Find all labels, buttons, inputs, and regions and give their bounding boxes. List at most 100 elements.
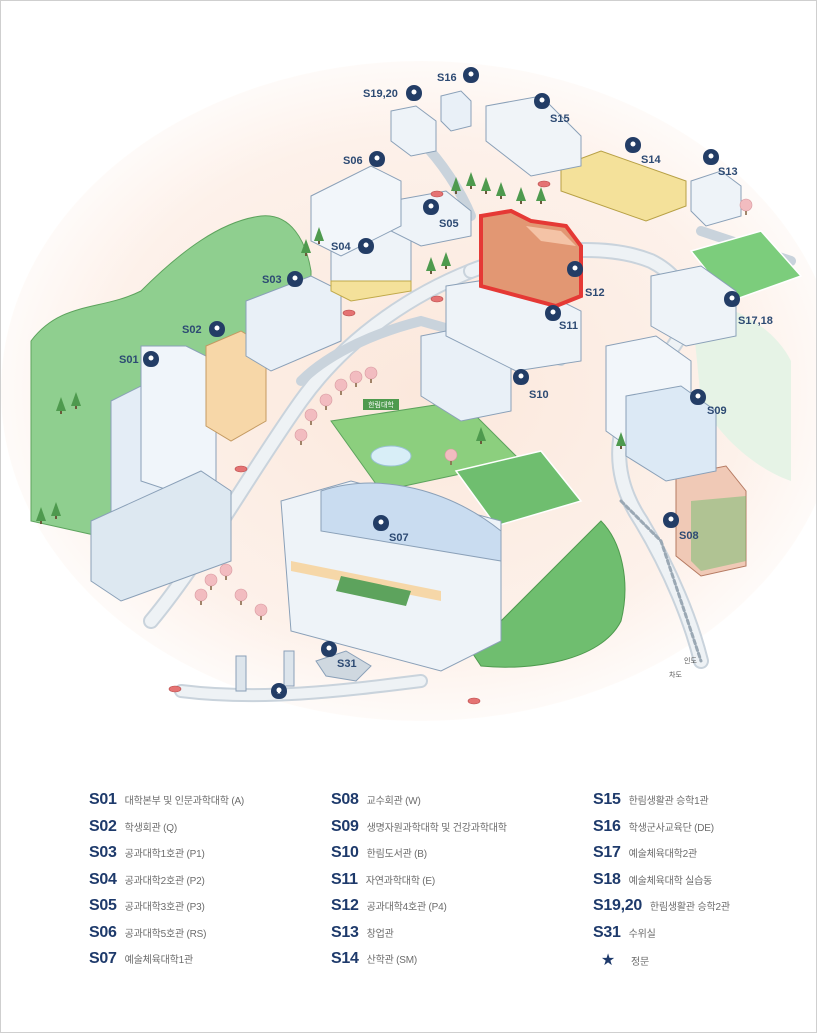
label-S03: S03 (262, 274, 282, 286)
label-S15: S15 (550, 113, 570, 125)
soccer-field-lower (454, 450, 583, 527)
building-S12[interactable] (479, 208, 583, 309)
label-S01: S01 (119, 354, 139, 366)
building-S06[interactable] (310, 165, 402, 257)
legend-desc: 생명자원과학대학 및 건강과학대학 (366, 822, 507, 834)
legend-item: S09 생명자원과학대학 및 건강과학대학 (331, 818, 507, 845)
legend-desc: 예술체육대학 실습동 (628, 875, 713, 887)
pin-S07[interactable]: S07 (373, 515, 409, 544)
hill-east (691, 301, 791, 481)
legend-desc: 한림도서관 (B) (366, 849, 428, 860)
pin-S19-20[interactable]: S19,20 (363, 85, 422, 101)
pin-S13[interactable]: S13 (703, 149, 738, 178)
pin-S17-18[interactable]: S17,18 (724, 291, 773, 327)
legend-desc: 한림생활관 승학1관 (628, 796, 709, 807)
legend-desc: 자연과학대학 (E) (365, 875, 436, 887)
legend-desc: 대학본부 및 인문과학대학 (A) (124, 796, 245, 807)
hill-south-east (470, 520, 626, 668)
legend-desc: 창업관 (366, 928, 394, 940)
legend-item: S02 학생회관 (Q) (89, 818, 244, 845)
legend-desc: 예술체육대학1관 (124, 955, 194, 966)
pin-S03[interactable]: S03 (262, 271, 303, 287)
pin-S14[interactable]: S14 (625, 137, 661, 166)
pin-main-gate[interactable]: ★ (271, 683, 287, 699)
building-S09[interactable] (605, 335, 717, 482)
gatepost (235, 650, 295, 692)
legend-desc: 공과대학3호관 (P3) (124, 902, 205, 913)
building-S08[interactable] (675, 465, 747, 577)
pin-S11[interactable]: S11 (545, 305, 578, 332)
legend-code: S04 (89, 870, 117, 888)
label-S31: S31 (337, 658, 357, 670)
building-S31[interactable] (315, 650, 372, 682)
legend-code: S03 (89, 844, 117, 861)
pin-S02[interactable]: S02 (182, 321, 225, 337)
label-S08: S08 (679, 530, 699, 542)
pin-S09[interactable]: S09 (690, 389, 727, 417)
pin-S12[interactable]: S12 (567, 261, 605, 299)
label-S12: S12 (585, 287, 605, 299)
building-S07[interactable] (280, 480, 502, 672)
legend-code: S18 (593, 870, 621, 888)
legend-desc: 수위실 (628, 928, 656, 940)
legend-desc: 예술체육대학2관 (628, 849, 698, 860)
legend-item: S31 수위실 (593, 924, 730, 951)
building-S17-18[interactable] (650, 265, 737, 347)
label-S02: S02 (182, 324, 202, 336)
building-S19-20[interactable] (390, 105, 437, 157)
legend-code: S12 (331, 897, 359, 914)
legend-desc: 공과대학5호관 (RS) (124, 928, 207, 940)
pin-S05[interactable]: S05 (423, 199, 459, 230)
legend-code: S31 (593, 923, 621, 941)
building-S16[interactable] (440, 90, 472, 132)
legend-code: S14 (331, 950, 359, 967)
building-S14[interactable] (560, 150, 687, 222)
pin-S10[interactable]: S10 (513, 369, 549, 401)
pin-S31[interactable]: S31 (321, 641, 357, 670)
legend-code: S19,20 (593, 897, 642, 914)
pin-S16[interactable]: S16 (437, 67, 479, 84)
legend-code: S07 (89, 950, 117, 967)
label-S13: S13 (718, 166, 738, 178)
legend-desc: 학생회관 (Q) (124, 822, 178, 834)
pin-S01[interactable]: S01 (119, 351, 159, 367)
label-S19-20: S19,20 (363, 88, 398, 100)
label-S10: S10 (529, 389, 549, 401)
label-S04: S04 (331, 241, 351, 253)
pin-S15[interactable]: S15 (534, 93, 570, 125)
legend-item: ★ 정문 (593, 950, 730, 977)
field-sign (363, 399, 399, 410)
legend-item: S18 예술체육대학 실습동 (593, 871, 730, 898)
star-icon: ★ (276, 689, 281, 696)
legend-code: S09 (331, 817, 359, 835)
label-S14: S14 (641, 154, 661, 166)
building-S03[interactable] (245, 275, 342, 372)
legend: S01 대학본부 및 인문과학대학 (A) S02 학생회관 (Q) S03 공과대학… (1, 791, 816, 991)
legend-code: S02 (89, 817, 117, 835)
legend-item: S04 공과대학2호관 (P2) (89, 871, 244, 898)
pin-S08[interactable]: S08 (663, 512, 699, 542)
pin-S04[interactable]: S04 (331, 238, 374, 254)
legend-column-1: S01 대학본부 및 인문과학대학 (A) S02 학생회관 (Q) S03 공과대학… (89, 791, 244, 977)
pin-S06[interactable]: S06 (343, 151, 385, 167)
building-S13[interactable] (690, 170, 742, 227)
legend-code: S10 (331, 844, 359, 861)
label-S09: S09 (707, 405, 727, 417)
legend-desc: 교수회관 (W) (366, 796, 421, 807)
legend-code: S16 (593, 817, 621, 835)
legend-code: S01 (89, 791, 117, 808)
star-icon: ★ (600, 952, 616, 969)
building-S01[interactable] (90, 345, 232, 602)
legend-desc: 정문 (631, 957, 649, 968)
field-sign-text: 한림대학 (368, 400, 394, 409)
legend-desc: 공과대학2호관 (P2) (124, 875, 205, 887)
